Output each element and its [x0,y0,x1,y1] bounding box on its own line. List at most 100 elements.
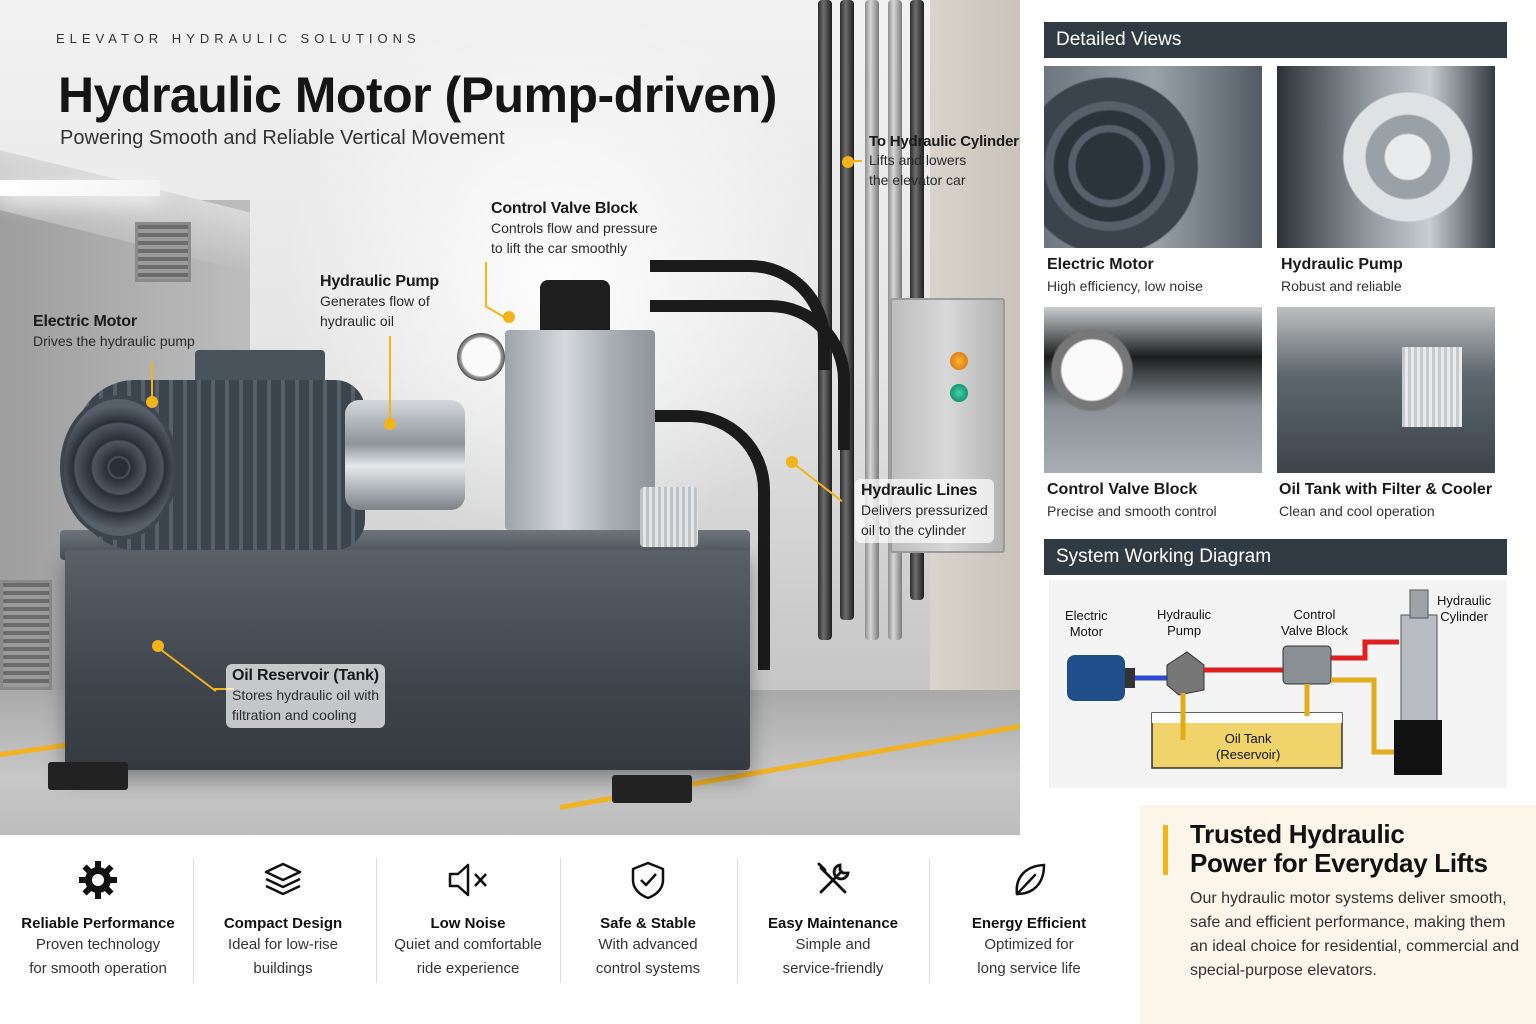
feature-title: Energy Efficient [971,915,1087,932]
divider [737,858,738,983]
thumb-desc: Robust and reliable [1281,278,1402,294]
feature-title: Reliable Performance [21,915,175,932]
page-subtitle: Powering Smooth and Reliable Vertical Mo… [60,127,505,149]
feature-desc: buildings [253,960,313,977]
cylinder-shape [1400,614,1438,726]
feature-desc: Simple and [795,936,871,953]
thumb-title: Hydraulic Pump [1281,256,1403,273]
leaf-icon [1007,858,1051,902]
feature-title: Safe & Stable [600,915,696,932]
callout-desc: Delivers pressurized [861,502,988,518]
feature-desc: Proven technology [35,936,161,953]
thumb-desc: Precise and smooth control [1047,503,1217,519]
callout-dot [152,640,164,652]
control-valve-photo [1044,307,1262,473]
feature-low-noise: Low Noise Quiet and comfortable ride exp… [384,858,552,980]
callout-desc: Controls flow and pressure [491,220,658,236]
thumb-title: Control Valve Block [1047,481,1198,498]
feature-desc: service-friendly [782,960,884,977]
feature-desc: ride experience [416,960,520,977]
callout-desc: Generates flow of [320,293,430,309]
pump-shape [1166,651,1205,696]
filter-canister [640,487,698,547]
thumb-title: Electric Motor [1047,256,1154,273]
callout-title: Oil Reservoir (Tank) [232,667,379,684]
thumb-hydraulic-pump[interactable] [1277,66,1495,248]
feature-compact: Compact Design Ideal for low-rise buildi… [205,858,361,980]
divider [376,858,377,983]
pressure-gauge [457,333,505,381]
callout-desc: the elevator car [869,172,966,188]
accent-bar [1163,825,1168,875]
feature-desc: Ideal for low-rise [227,936,339,953]
feature-desc: Optimized for [984,936,1074,953]
thumb-desc: Clean and cool operation [1279,503,1435,519]
diagram-svg [1067,589,1442,775]
tank-foot [612,775,692,803]
oil-tank-photo [1277,307,1495,473]
detailed-views-heading: Detailed Views [1044,22,1507,58]
hero-photo [0,0,1020,835]
callout-desc: filtration and cooling [232,707,357,723]
callout-desc: to lift the car smoothly [491,240,628,256]
motor-shape [1067,655,1125,701]
diagram-label: Oil Tank(Reservoir) [1216,731,1281,762]
pump-coupling [345,400,465,510]
thumb-control-valve[interactable] [1044,307,1262,473]
feature-title: Compact Design [223,915,343,932]
feature-desc: With advanced [598,936,698,953]
tools-icon [811,858,855,902]
callout-desc: Lifts and lowers [869,152,967,168]
gear-icon [76,858,120,902]
callout-title: Control Valve Block [491,200,638,217]
callout-hydraulic-lines: Hydraulic Lines Delivers pressurized oil… [855,479,994,543]
diagram-heading: System Working Diagram [1044,539,1507,575]
feature-safe: Safe & Stable With advanced control syst… [570,858,726,980]
feature-maintenance: Easy Maintenance Simple and service-frie… [748,858,918,980]
feature-reliable: Reliable Performance Proven technology f… [14,858,182,980]
electric-motor-photo [1044,66,1262,248]
callout-dot [384,418,396,430]
shield-check-icon [626,858,670,902]
kicker: ELEVATOR HYDRAULIC SOLUTIONS [56,31,421,46]
motor-fan-cover [60,395,178,540]
hydraulic-pump-photo [1277,66,1495,248]
trust-text: Our hydraulic motor systems deliver smoo… [1190,890,1520,979]
callout-title: Hydraulic Lines [861,482,978,499]
callout-desc: hydraulic oil [320,313,394,329]
divider [929,858,930,983]
callout-desc: Stores hydraulic oil with [232,687,380,703]
wall-lamp [0,180,160,196]
callout-to-cylinder: To Hydraulic Cylinder Lifts and lowers t… [869,133,1019,190]
divider [193,858,194,983]
trust-title: Trusted Hydraulic Power for Everyday Lif… [1190,819,1488,878]
tank-foot [48,762,128,790]
floor-vent [0,580,52,690]
valve-block [505,330,655,530]
thumb-desc: High efficiency, low noise [1047,278,1203,294]
mute-speaker-icon [446,858,490,902]
callout-dot [842,156,854,168]
callout-desc: Drives the hydraulic pump [33,333,195,349]
callout-dot [786,456,798,468]
features-bar [0,835,1140,1024]
oil-tank [65,550,750,770]
feature-desc: for smooth operation [29,960,167,977]
thumb-oil-tank[interactable] [1277,307,1495,473]
callout-oil-reservoir: Oil Reservoir (Tank) Stores hydraulic oi… [226,664,386,728]
callout-title: To Hydraulic Cylinder [869,133,1019,150]
oil-tank-air [1152,713,1342,723]
callout-electric-motor: Electric Motor Drives the hydraulic pump [33,313,195,351]
callout-title: Electric Motor [33,313,137,330]
thumb-electric-motor[interactable] [1044,66,1262,248]
divider [560,858,561,983]
feature-title: Easy Maintenance [767,915,899,932]
trust-panel [1140,805,1536,1024]
wall-vent [135,222,191,282]
feature-desc: control systems [595,960,701,977]
